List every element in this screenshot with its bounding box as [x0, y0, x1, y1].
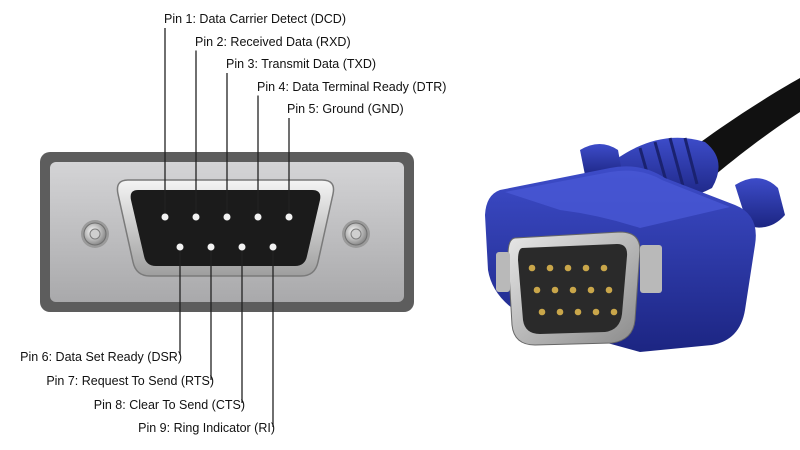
pin-8-hole: [238, 243, 246, 251]
vga-pins: [528, 264, 618, 316]
vga-pin: [610, 308, 618, 316]
vga-pin: [551, 286, 559, 294]
vga-pin: [605, 286, 613, 294]
pin-1-hole: [161, 213, 169, 221]
vga-pin: [582, 264, 590, 272]
pin-6-label: Pin 6: Data Set Ready (DSR): [20, 350, 182, 364]
vga-cable-icon: [485, 78, 800, 352]
vga-pin: [546, 264, 554, 272]
pin-7-hole: [207, 243, 215, 251]
pin-layer: [161, 28, 293, 427]
cable-ribs: [638, 137, 699, 191]
vga-pin: [533, 286, 541, 294]
vga-pin: [569, 286, 577, 294]
vga-pin: [538, 308, 546, 316]
vga-pin: [564, 264, 572, 272]
screw-icon: [342, 220, 370, 248]
db9-connector: [40, 152, 414, 312]
pin-4-label: Pin 4: Data Terminal Ready (DTR): [257, 80, 447, 94]
pin-5-label: Pin 5: Ground (GND): [287, 102, 404, 116]
vga-pin: [574, 308, 582, 316]
pin-3-hole: [223, 213, 231, 221]
pin-1-label: Pin 1: Data Carrier Detect (DCD): [164, 12, 346, 26]
pin-3-label: Pin 3: Transmit Data (TXD): [226, 57, 377, 71]
connector-housing-top: [505, 170, 730, 228]
pin-2-hole: [192, 213, 200, 221]
pin-5-hole: [285, 213, 293, 221]
vga-pin: [592, 308, 600, 316]
vga-pin: [587, 286, 595, 294]
connector-socket: [130, 190, 321, 266]
vga-pin: [528, 264, 536, 272]
pin-4-hole: [254, 213, 262, 221]
pin-2-label: Pin 2: Received Data (RXD): [195, 35, 351, 49]
vga-side-tab: [496, 252, 510, 292]
vga-pin: [600, 264, 608, 272]
pin-7-label: Pin 7: Request To Send (RTS): [46, 374, 214, 388]
screw-icon: [81, 220, 109, 248]
cable-black: [690, 78, 800, 175]
pin-6-hole: [176, 243, 184, 251]
vga-side-tab: [640, 245, 662, 293]
pin-9-label: Pin 9: Ring Indicator (RI): [138, 421, 275, 435]
pin-9-hole: [269, 243, 277, 251]
vga-pin: [556, 308, 564, 316]
pin-8-label: Pin 8: Clear To Send (CTS): [93, 398, 245, 412]
